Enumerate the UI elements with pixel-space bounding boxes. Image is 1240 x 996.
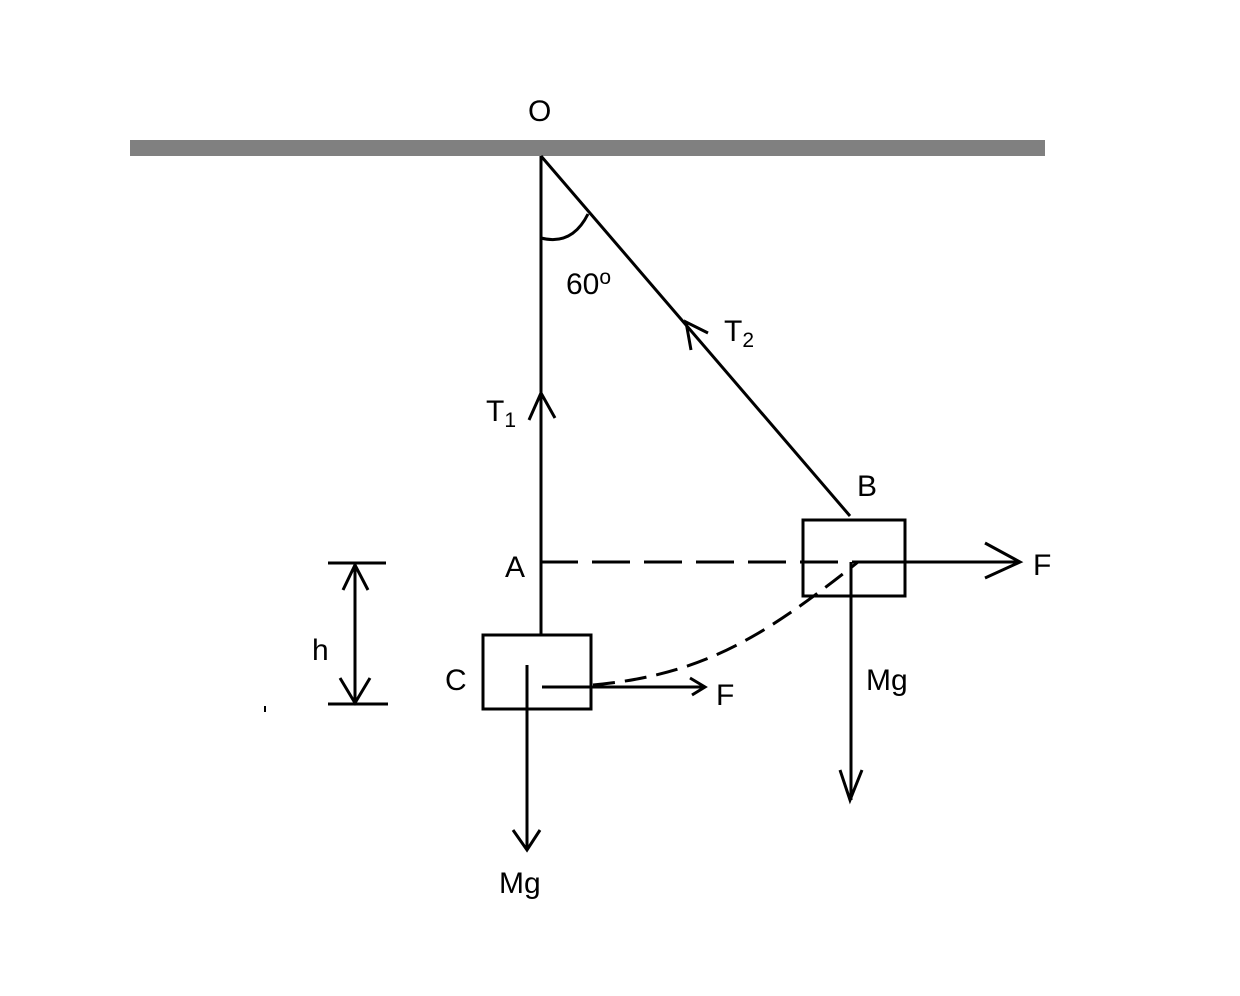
t2-arrowhead xyxy=(683,319,709,351)
ceiling xyxy=(130,140,1045,156)
weight-b-arrowhead xyxy=(838,769,864,805)
label-weight-b: Mg xyxy=(866,664,908,697)
mass-b xyxy=(801,518,907,598)
trajectory-curve xyxy=(592,560,859,687)
label-c: C xyxy=(445,664,467,697)
angle-arc xyxy=(540,213,590,241)
label-force-b: F xyxy=(1033,549,1051,582)
height-arrowhead-up xyxy=(341,561,370,591)
height-arrowhead-down xyxy=(338,677,372,706)
mass-c xyxy=(481,633,593,711)
label-h: h xyxy=(312,634,329,667)
label-t2: T2 xyxy=(724,315,754,352)
label-o: O xyxy=(528,95,551,128)
force-b-arrowhead xyxy=(984,541,1024,580)
t1-arrowhead xyxy=(527,389,557,421)
label-force-c: F xyxy=(716,679,734,712)
string-ob xyxy=(539,155,852,517)
force-c-arrowhead xyxy=(689,676,708,697)
label-angle: 60o xyxy=(566,266,611,301)
weight-c-arrowhead xyxy=(511,829,542,853)
label-t1: T1 xyxy=(486,395,516,432)
label-a: A xyxy=(505,551,525,584)
label-weight-c: Mg xyxy=(499,867,541,900)
label-b: B xyxy=(857,470,877,503)
